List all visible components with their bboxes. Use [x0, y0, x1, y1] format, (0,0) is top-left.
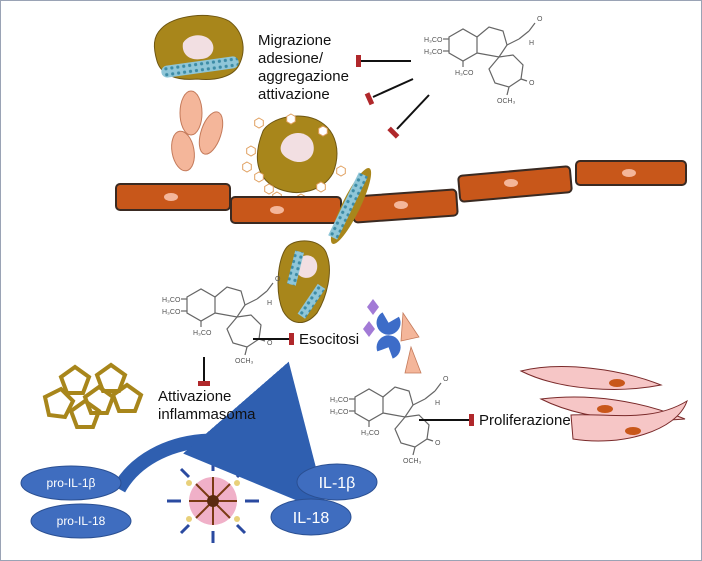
endothelium	[115, 160, 687, 244]
chem-label: H₃CO	[330, 397, 349, 404]
migration-label-line3: aggregazione	[258, 68, 349, 85]
il1b-label: IL-1β	[319, 475, 356, 492]
proliferation-label: Proliferazione	[479, 412, 571, 429]
chem-label: OCH₃	[497, 98, 516, 105]
inflammasome-complex	[167, 459, 259, 543]
chem-label: OCH₃	[403, 458, 422, 465]
activated-neutrophil	[242, 113, 346, 213]
inhibit-bar	[356, 55, 361, 67]
chem-label: H	[529, 40, 534, 47]
inhibit-bar	[364, 92, 375, 106]
chem-label: H₃CO	[162, 297, 181, 304]
exocytosis-label: Esocitosi	[299, 331, 359, 348]
neutrophil-lower	[277, 240, 330, 323]
chem-label: H₃CO	[424, 49, 443, 56]
chem-label: H₃CO	[162, 309, 181, 316]
fibrin-strand-top	[161, 56, 239, 78]
migration-label-line2: adesione/	[258, 50, 324, 67]
pro-il18-pill: pro-IL-18	[30, 503, 132, 539]
il18-pill: IL-18	[270, 498, 352, 536]
inflammasome-label-line2: inflammasoma	[158, 406, 256, 423]
chem-label: O	[443, 376, 449, 383]
il18-label: IL-18	[293, 510, 330, 527]
migration-label-line4: attivazione	[258, 86, 330, 103]
inhibit-bar	[289, 333, 294, 345]
inhibit-arrow-icon	[372, 78, 414, 98]
colchicine-structure-icon: H₃CO H₃CO H₃CO O OCH₃ H O	[162, 276, 281, 365]
chem-label: H	[435, 400, 440, 407]
neutrophil-top	[153, 15, 244, 80]
inhibit-bar	[198, 381, 210, 386]
chem-label: H₃CO	[330, 409, 349, 416]
inhibit-arrow-icon	[396, 94, 430, 130]
inflammasome-label-line1: Attivazione	[158, 388, 231, 405]
il1b-pill: IL-1β	[296, 463, 378, 501]
chem-label: H₃CO	[424, 37, 443, 44]
curved-arrow-icon	[112, 361, 328, 514]
inhibit-bar	[469, 414, 474, 426]
smooth-muscle-cells	[519, 366, 688, 442]
chem-label: OCH₃	[235, 358, 254, 365]
chem-label: H₃CO	[455, 70, 474, 77]
endothelial-cell	[230, 196, 342, 224]
platelets-left	[171, 90, 224, 172]
exocytosis-granules	[363, 299, 422, 374]
pro-il1b-pill: pro-IL-1β	[20, 465, 122, 501]
chem-label: O	[275, 276, 281, 283]
inflammasome-crystals	[42, 362, 144, 429]
chem-label: H	[267, 300, 272, 307]
chem-label: O	[267, 340, 273, 347]
chem-label: H₃CO	[361, 430, 380, 437]
inhibit-bar	[387, 126, 400, 139]
pro-il18-label: pro-IL-18	[57, 514, 106, 528]
chem-label: O	[537, 16, 543, 23]
colchicine-structure-icon: H₃CO H₃CO H₃CO O OCH₃ H O	[424, 16, 543, 105]
pro-il1b-label: pro-IL-1β	[47, 476, 96, 490]
chem-label: H₃CO	[193, 330, 212, 337]
migration-label-line1: Migrazione	[258, 32, 331, 49]
colchicine-structure-icon: H₃CO H₃CO H₃CO O OCH₃ H O	[330, 376, 449, 465]
chem-label: O	[435, 440, 441, 447]
chem-label: O	[529, 80, 535, 87]
